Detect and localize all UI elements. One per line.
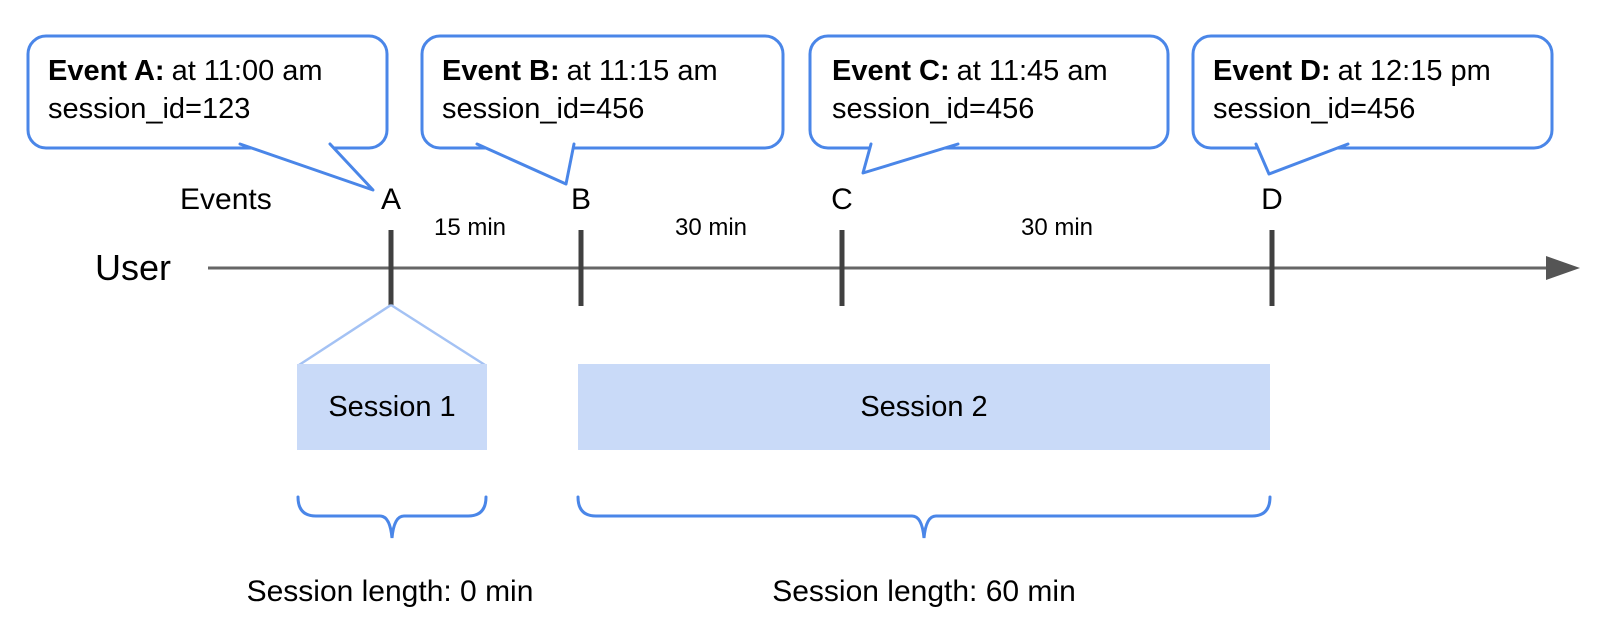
callout-b-line1: Event B:at 11:15 am: [442, 52, 718, 90]
interval-label-c-d: 30 min: [1020, 214, 1094, 241]
callout-bubble-a: [26, 34, 389, 150]
callout-c-session: session_id=456: [832, 93, 1035, 125]
event-letter-b: B: [570, 183, 592, 216]
callout-b-title: Event B:: [442, 55, 560, 87]
callout-c-text: Event C:at 11:45 am session_id=456: [832, 52, 1108, 128]
callout-a-title: Event A:: [48, 55, 165, 87]
callout-tail-c: [861, 142, 960, 175]
callout-d-session: session_id=456: [1213, 93, 1416, 125]
callout-c-line1: Event C:at 11:45 am: [832, 52, 1108, 90]
interval-label-b-c: 30 min: [674, 214, 748, 241]
timeline-arrowhead-icon: [1546, 256, 1580, 280]
callout-b-session: session_id=456: [442, 93, 645, 125]
event-letter-c: C: [831, 183, 853, 216]
callout-bubble-c: [808, 34, 1170, 150]
callout-a-time: at 11:00 am: [171, 55, 323, 87]
session-1-brace: [296, 495, 488, 539]
callout-d-time: at 12:15 pm: [1337, 55, 1491, 87]
callout-d-title: Event D:: [1213, 55, 1331, 87]
callout-b-time: at 11:15 am: [566, 55, 718, 87]
callout-c-time: at 11:45 am: [956, 55, 1108, 87]
callout-c-title: Event C:: [832, 55, 950, 87]
callout-a-session: session_id=123: [48, 93, 251, 125]
callout-tail-b: [475, 142, 576, 186]
event-letter-a: A: [380, 183, 402, 216]
user-label: User: [95, 247, 172, 288]
callout-a-line1: Event A:at 11:00 am: [48, 52, 323, 90]
session-1-bar: [297, 364, 487, 450]
interval-label-a-b: 15 min: [433, 214, 507, 241]
callout-a-text: Event A:at 11:00 am session_id=123: [48, 52, 323, 128]
callout-tail-a: [238, 142, 375, 192]
callout-tail-d: [1254, 142, 1350, 176]
session-1-length-label: Session length: 0 min: [246, 575, 534, 608]
session-1-label: Session 1: [328, 390, 456, 423]
session-2-length-label: Session length: 60 min: [772, 575, 1076, 608]
session-1-funnel-left: [298, 303, 392, 367]
session-2-bar: [578, 364, 1270, 450]
session-2-brace: [576, 495, 1272, 539]
event-letter-d: D: [1261, 183, 1283, 216]
callout-d-line1: Event D:at 12:15 pm: [1213, 52, 1491, 90]
callout-bubble-b: [420, 34, 785, 150]
events-axis-label: Events: [180, 183, 272, 216]
session-1-funnel-right: [390, 303, 486, 367]
callout-bubble-d: [1191, 34, 1554, 150]
callout-b-text: Event B:at 11:15 am session_id=456: [442, 52, 718, 128]
callout-d-text: Event D:at 12:15 pm session_id=456: [1213, 52, 1491, 128]
session-2-label: Session 2: [860, 390, 988, 423]
